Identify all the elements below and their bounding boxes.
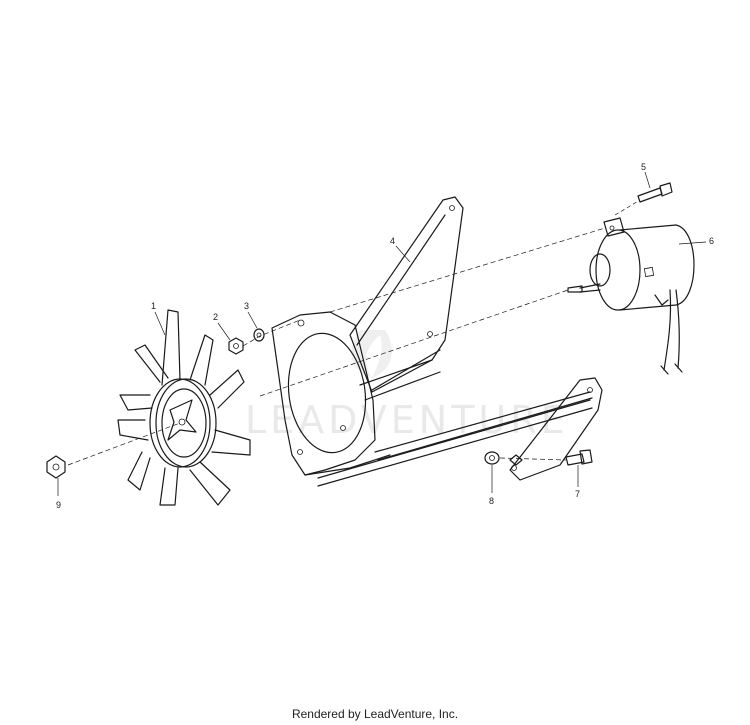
callout-1: 1 bbox=[151, 301, 166, 336]
part-bolt-7 bbox=[565, 449, 593, 466]
svg-text:3: 3 bbox=[244, 301, 249, 311]
svg-text:8: 8 bbox=[489, 496, 494, 506]
callout-9: 9 bbox=[56, 478, 61, 510]
part-bolt-5 bbox=[637, 182, 673, 203]
callout-7: 7 bbox=[575, 465, 580, 499]
svg-text:7: 7 bbox=[575, 489, 580, 499]
part-motor bbox=[567, 217, 695, 375]
callout-5: 5 bbox=[641, 162, 651, 189]
assembly-lines bbox=[67, 199, 641, 466]
part-washer-3 bbox=[253, 328, 265, 342]
svg-text:4: 4 bbox=[390, 236, 395, 246]
svg-text:6: 6 bbox=[709, 236, 714, 246]
callout-4: 4 bbox=[390, 236, 411, 263]
callout-2: 2 bbox=[213, 312, 231, 341]
part-nut-9 bbox=[46, 455, 66, 479]
callout-6: 6 bbox=[678, 236, 714, 246]
svg-text:9: 9 bbox=[56, 500, 61, 510]
svg-text:2: 2 bbox=[213, 312, 218, 322]
footer-credit: Rendered by LeadVenture, Inc. bbox=[291, 707, 459, 721]
part-washer-8 bbox=[484, 451, 523, 466]
leadventure-watermark: LEADVENTURE bbox=[245, 330, 569, 442]
svg-text:5: 5 bbox=[641, 162, 646, 172]
part-bracket bbox=[271, 196, 603, 487]
callout-3: 3 bbox=[244, 301, 258, 329]
watermark-text: LEADVENTURE bbox=[245, 398, 569, 442]
part-nut-2 bbox=[228, 337, 244, 355]
svg-text:1: 1 bbox=[151, 301, 156, 311]
callout-8: 8 bbox=[489, 465, 494, 506]
part-fan bbox=[117, 309, 251, 506]
